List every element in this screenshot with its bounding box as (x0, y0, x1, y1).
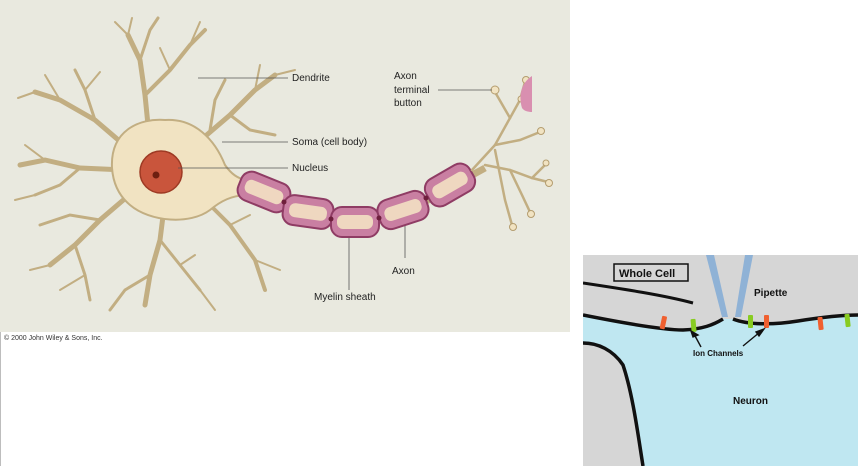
label-pipette: Pipette (754, 288, 788, 299)
label-neuron: Neuron (733, 396, 768, 407)
label-myelin-sheath: Myelin sheath (314, 292, 376, 303)
label-axon-terminal-3: button (394, 98, 422, 109)
neuron-diagram-panel: Dendrite Soma (cell body) Nucleus Axon t… (0, 0, 570, 332)
title-whole-cell: Whole Cell (619, 268, 675, 280)
label-dendrite: Dendrite (292, 73, 330, 84)
nucleolus (153, 172, 160, 179)
label-ion-channels: Ion Channels (693, 349, 744, 358)
axon-terminals (472, 82, 548, 225)
copyright-notice: © 2000 John Wiley & Sons, Inc. (4, 335, 103, 342)
neuron-diagram-svg: Dendrite Soma (cell body) Nucleus Axon t… (0, 0, 570, 332)
label-soma: Soma (cell body) (292, 137, 367, 148)
label-axon: Axon (392, 266, 415, 277)
postsynaptic-cell (520, 76, 532, 112)
label-axon-terminal-1: Axon (394, 71, 417, 82)
whole-cell-diagram-panel: Whole Cell Pipette Ion Channels Neuron (583, 255, 858, 466)
label-nucleus: Nucleus (292, 163, 328, 174)
myelin-sheath-segments (234, 160, 479, 237)
nucleus (140, 151, 182, 193)
whole-cell-svg: Whole Cell Pipette Ion Channels Neuron (583, 255, 858, 466)
label-axon-terminal-2: terminal (394, 85, 430, 96)
